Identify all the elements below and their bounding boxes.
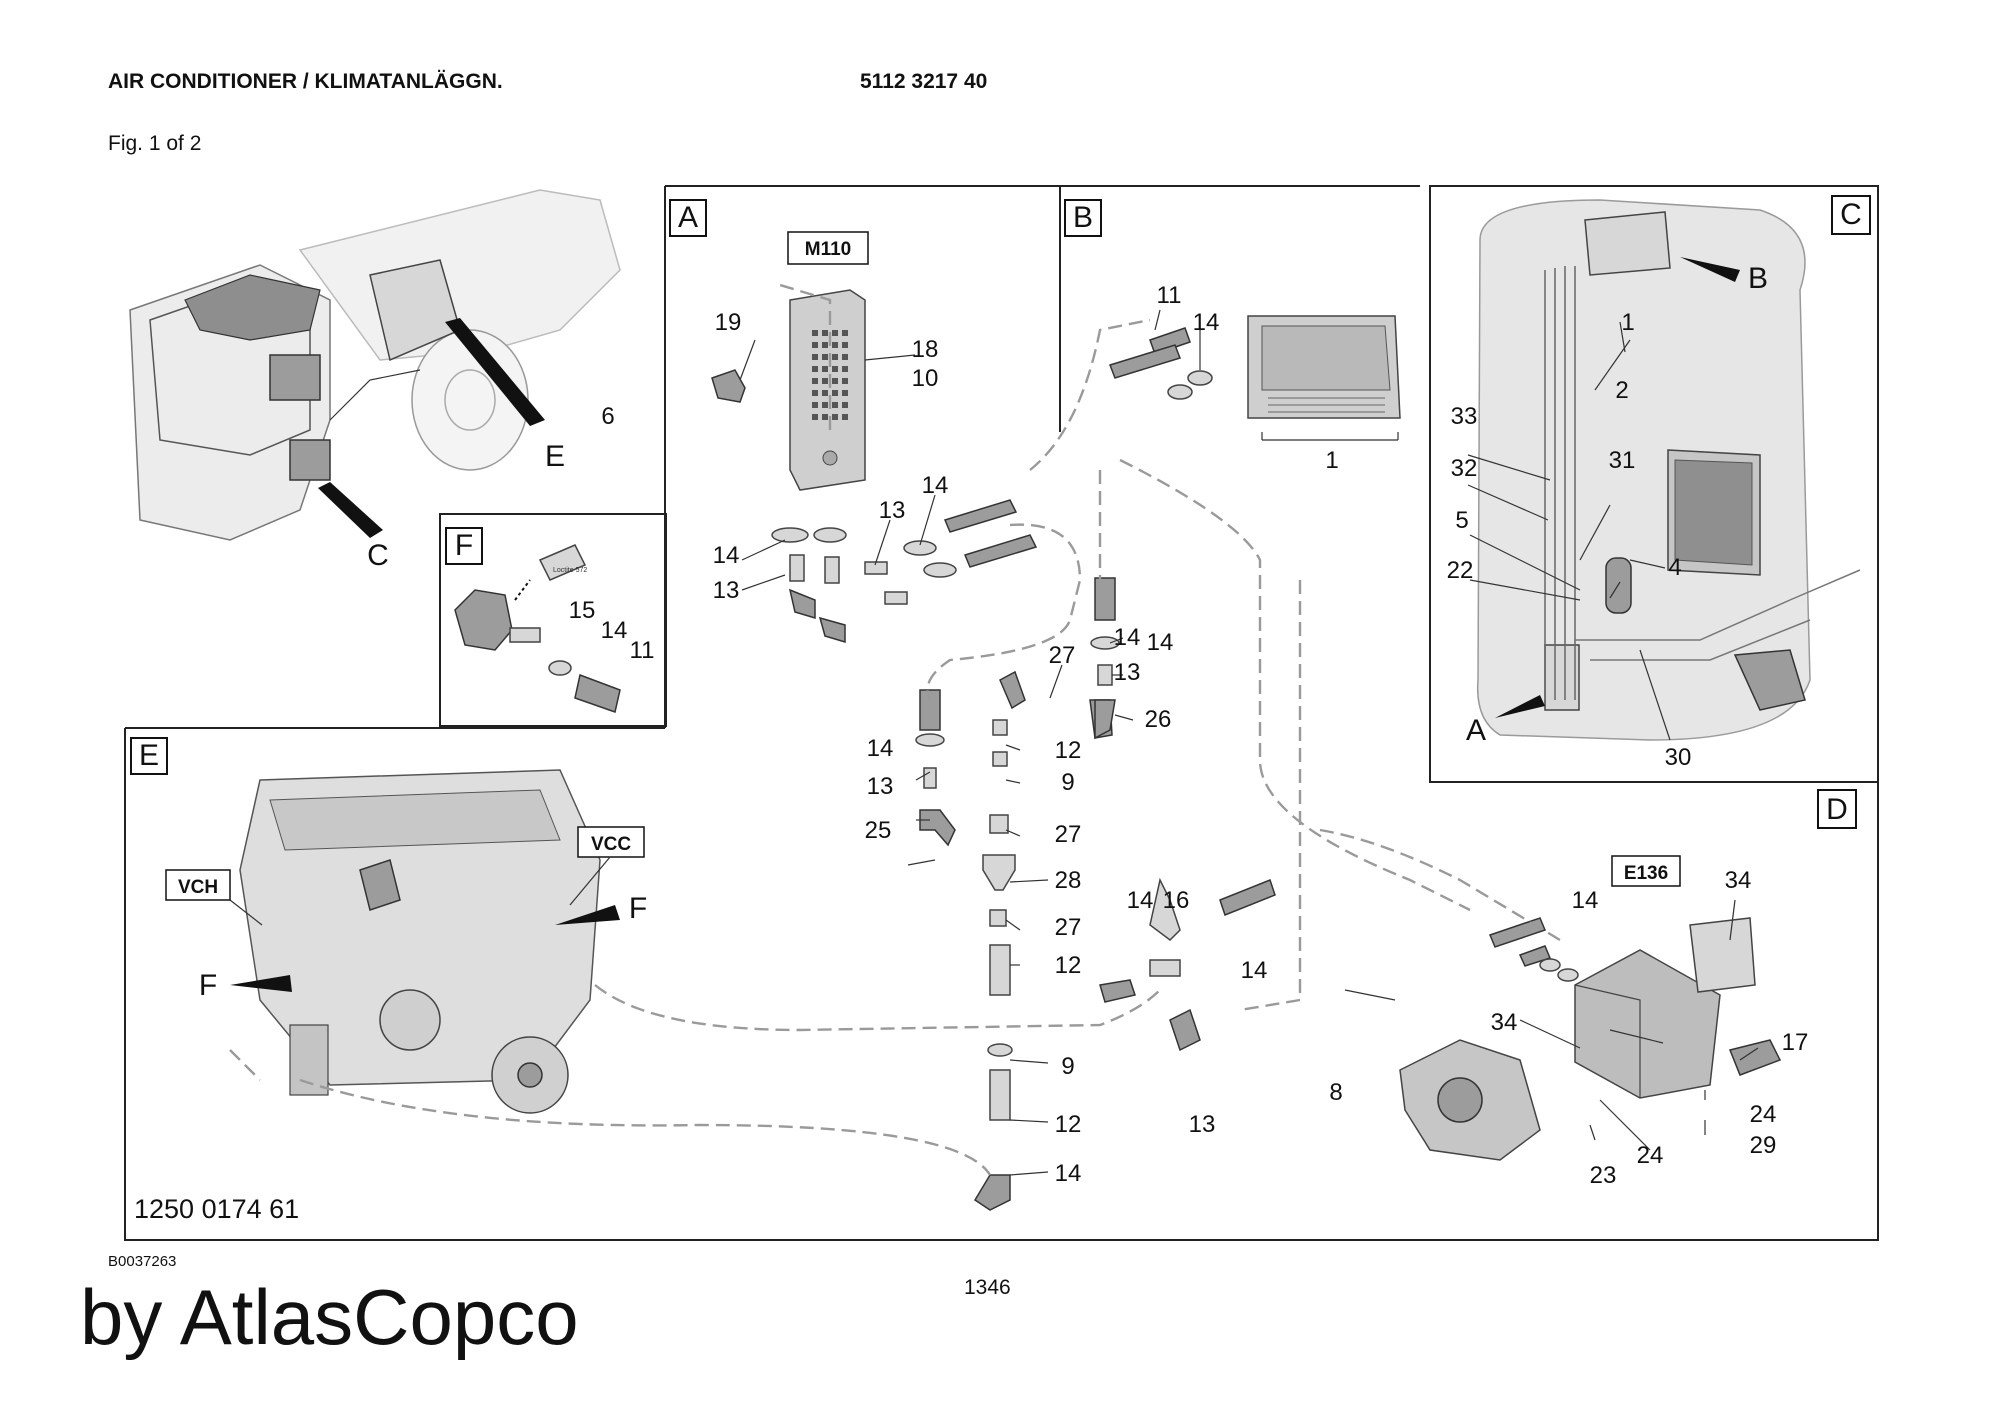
callout-25: 25 (865, 817, 892, 844)
callout-13: 13 (713, 577, 740, 604)
machine-overview-illustration (129, 189, 621, 541)
component-vch: VCH (178, 877, 218, 898)
leader-lines (739, 309, 1759, 1176)
panel-a-letter-box (669, 199, 707, 237)
callout-34: 34 (1725, 867, 1752, 894)
pointer-f: F (199, 969, 217, 1002)
callout-24: 24 (1637, 1142, 1664, 1169)
callout-14: 14 (1193, 309, 1220, 336)
temperature-sensor (711, 369, 746, 403)
brand-watermark: by AtlasCopco (80, 1273, 579, 1361)
callout-27: 27 (1049, 642, 1076, 669)
callout-34: 34 (1491, 1009, 1518, 1036)
control-panel-small (1544, 644, 1580, 711)
callout-9: 9 (1061, 1053, 1074, 1080)
callout-14: 14 (1241, 957, 1268, 984)
callout-13: 13 (1114, 659, 1141, 686)
diagram-title: AIR CONDITIONER / KLIMATANLÄGGN. (108, 70, 503, 93)
callout-12: 12 (1055, 952, 1082, 979)
fittings-column (915, 577, 1276, 1211)
callout-28: 28 (1055, 867, 1082, 894)
compressor-view (1733, 649, 1806, 711)
callout-30: 30 (1665, 744, 1692, 771)
callout-23: 23 (1590, 1162, 1617, 1189)
callout-27: 27 (1055, 914, 1082, 941)
hose-section (943, 499, 1018, 533)
cab-unit (1584, 211, 1671, 276)
callout-5: 5 (1455, 507, 1468, 534)
callout-16: 16 (1163, 887, 1190, 914)
callout-12: 12 (1055, 737, 1082, 764)
callout-13: 13 (879, 497, 906, 524)
callout-14: 14 (713, 542, 740, 569)
page-number: 1346 (964, 1276, 1011, 1299)
callout-14: 14 (1114, 624, 1141, 651)
callout-6: 6 (601, 403, 614, 430)
part-number: 5112 3217 40 (860, 70, 988, 93)
callout-11: 11 (630, 637, 655, 664)
cover-plate (1689, 917, 1756, 993)
pointer-a: A (1466, 714, 1486, 747)
panel-b-letter: B (1073, 201, 1093, 234)
callout-14: 14 (922, 472, 949, 499)
callout-14: 14 (1127, 887, 1154, 914)
callout-13: 12 (1055, 1111, 1082, 1138)
pointer-c: C (367, 539, 389, 572)
panel-a (664, 185, 1061, 718)
component-e136: E136 (1624, 863, 1668, 884)
callout-4: 4 (1668, 554, 1681, 581)
loctite-label: Loctite 572 (553, 567, 587, 574)
component-vcc: VCC (591, 834, 631, 855)
callout-14: 14 (1147, 629, 1174, 656)
panel-a-letter: A (678, 201, 698, 234)
panel-d (1399, 789, 1857, 1161)
callout-14: 14 (601, 617, 628, 644)
panel-f: Loctite 572 (439, 513, 667, 727)
callout-13: 13 (1189, 1111, 1216, 1138)
engine-drawing-number: 1250 0174 61 (134, 1194, 299, 1224)
panel-c (1429, 185, 1879, 783)
callout-29: 29 (1750, 1132, 1777, 1159)
panel-e (124, 718, 1879, 1241)
callout-15: 15 (569, 597, 596, 624)
pointer-b: B (1748, 262, 1768, 295)
hex-nut (454, 589, 513, 651)
drawing-reference: B0037263 (108, 1253, 177, 1270)
panel-f-letter: F (455, 529, 473, 562)
connector (1728, 1039, 1782, 1076)
panel-d-letter: D (1826, 793, 1848, 826)
pointer-f: F (629, 892, 647, 925)
panel-e-letter: E (139, 739, 159, 772)
callout-11: 11 (1157, 282, 1182, 309)
panel-c-letter: C (1840, 198, 1862, 231)
compressor (1574, 949, 1721, 1099)
callout-8: 8 (1329, 1079, 1342, 1106)
hose-routes (229, 283, 1561, 1176)
callout-33: 33 (1451, 403, 1478, 430)
panel-b (1060, 185, 1420, 441)
callout-14: 14 (1055, 1160, 1082, 1187)
loctite-tube (538, 544, 587, 581)
figure-label: Fig. 1 of 2 (108, 132, 202, 155)
callout-18: 18 (912, 336, 939, 363)
callout-19: 19 (715, 309, 742, 336)
callout-27: 27 (1055, 821, 1082, 848)
callout-1: 1 (1325, 447, 1338, 474)
callout-24: 24 (1750, 1101, 1777, 1128)
callout-32: 32 (1451, 455, 1478, 482)
callout-13: 13 (867, 773, 894, 800)
callout-14: 14 (1572, 887, 1599, 914)
callout-14: 14 (867, 735, 894, 762)
callout-31: 31 (1609, 447, 1636, 474)
callout-1: 1 (1621, 309, 1634, 336)
component-m110: M110 (805, 239, 851, 260)
callout-9: 9 (1061, 769, 1074, 796)
callout-2: 2 (1615, 377, 1628, 404)
callout-10: 10 (912, 365, 939, 392)
pointer-e: E (545, 440, 565, 473)
callout-22: 22 (1447, 557, 1474, 584)
callout-17: 17 (1782, 1029, 1809, 1056)
callout-26: 26 (1145, 706, 1172, 733)
